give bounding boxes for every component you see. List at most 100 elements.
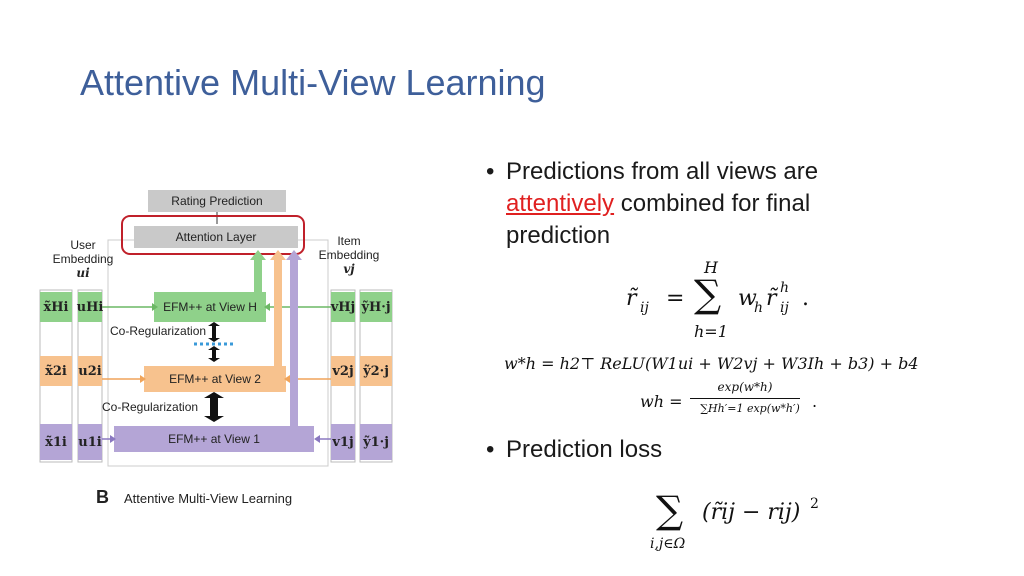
panel-letter: B	[96, 487, 109, 507]
f1-w: w	[738, 286, 757, 311]
f1-end: .	[802, 286, 809, 311]
v-view-1: v1j	[332, 434, 354, 450]
efm-view-1: EFM++ at View 1	[168, 432, 260, 446]
attentive-multiview-diagram: Rating Prediction Attention Layer User E…	[38, 180, 398, 520]
u-1-bg	[78, 424, 102, 460]
up-arrow-1	[290, 260, 298, 426]
up-arrow-2	[274, 260, 282, 366]
x-view-1: x̃1i	[45, 434, 67, 450]
v-2-bg	[331, 356, 355, 386]
arrow-v-2-head	[284, 375, 290, 383]
item-embedding-label: Item Embedding vj	[308, 234, 390, 276]
f3-den: ∑Hh′=1 exp(w*h′)	[700, 402, 800, 415]
co-reg-arrow-1	[208, 322, 220, 342]
f1-sum: ∑	[694, 272, 722, 316]
f4-sum: ∑	[656, 488, 684, 532]
f3-frac-bar	[690, 398, 800, 399]
item-embedding-line1: Item	[337, 234, 361, 248]
f3-end: .	[812, 392, 818, 411]
efm-1-bg	[114, 426, 314, 452]
f1-r-sub: ij	[780, 300, 789, 316]
slide-title: Attentive Multi-View Learning	[80, 62, 546, 103]
y-view-1: ỹ1·j	[363, 434, 389, 450]
up-arrow-h-head	[250, 250, 266, 260]
f4-sup: 2	[810, 496, 819, 512]
arrow-u-1-head	[110, 435, 116, 443]
u-h-bg	[78, 292, 102, 322]
diagram-caption: Attentive Multi-View Learning	[124, 491, 293, 506]
f1-w-sub: h	[754, 300, 764, 316]
attention-layer-bg	[134, 226, 298, 248]
efm-h-bg	[154, 292, 266, 322]
co-regularization-1: Co-Regularization	[110, 324, 207, 338]
f3-lhs: wh =	[640, 392, 683, 411]
f1-sum-bottom: h=1	[694, 322, 728, 341]
f1-lhs-sub: ij	[640, 300, 649, 316]
user-embedding-line1: User	[70, 238, 96, 252]
y-view-h: ỹH·j	[361, 299, 391, 315]
f1-r-sup: h	[780, 280, 790, 296]
v-view-h: vHj	[330, 299, 356, 315]
u-2-bg	[78, 356, 102, 386]
f1-lhs: r̃	[626, 286, 637, 311]
up-arrow-2-head	[270, 250, 286, 260]
formula-softmax: wh = exp(w*h) ∑Hh′=1 exp(w*h′) .	[640, 380, 840, 424]
efm-view-2: EFM++ at View 2	[169, 372, 261, 386]
bullet-1-part1: Predictions from all views are	[506, 158, 819, 185]
item-embedding-symbol: vj	[343, 262, 355, 276]
bullet-1: • Predictions from all views are attenti…	[486, 156, 906, 252]
u-view-1: u1i	[78, 434, 102, 450]
x-view-2: x̃2i	[45, 363, 67, 379]
arrow-v-h-head	[264, 303, 270, 311]
bullet-2-text: Prediction loss	[506, 436, 663, 463]
efm-2-bg	[144, 366, 286, 392]
bullet-1-highlight: attentively	[506, 190, 615, 217]
user-embedding-line2: Embedding	[52, 252, 114, 266]
user-embedding-label: User Embedding ui	[42, 238, 124, 280]
y-view-2: ỹ2·j	[363, 363, 389, 379]
f1-r: r̃	[766, 286, 777, 311]
item-embedding-line2: Embedding	[318, 248, 380, 262]
user-embedding-symbol: ui	[76, 266, 90, 280]
u-view-2: u2i	[78, 363, 102, 379]
f3-num: exp(w*h)	[717, 380, 773, 394]
bullet-1-part2: combined for final	[620, 190, 811, 217]
bullet-list: • Predictions from all views are attenti…	[486, 156, 906, 252]
arrow-u-h-head	[152, 303, 158, 311]
bullet-dot: •	[486, 158, 495, 185]
up-arrow-h	[254, 260, 262, 292]
u-view-h: uHi	[76, 299, 104, 315]
v-1-bg	[331, 424, 355, 460]
f4-body: (r̃ij − rij)	[702, 500, 801, 525]
x-h-bg	[40, 292, 72, 322]
x-2-bg	[40, 356, 72, 386]
co-reg-arrow-mid	[208, 346, 220, 362]
x-view-h: x̃Hi	[43, 299, 69, 315]
f4-sub: i,j∈Ω	[650, 536, 686, 552]
formula-loss: ∑ i,j∈Ω (r̃ij − rij) 2	[650, 488, 850, 554]
x-1-bg	[40, 424, 72, 460]
bullet-dot-2: •	[486, 436, 495, 463]
y-2-bg	[360, 356, 392, 386]
arrow-v-1-head	[314, 435, 320, 443]
formula-weighted-sum: r̃ ij = H ∑ h=1 w h r̃ h ij .	[626, 258, 826, 342]
bullet-2: • Prediction loss	[486, 436, 662, 464]
v-h-bg	[331, 292, 355, 322]
f1-sum-top: H	[704, 258, 718, 277]
diagram-svg	[39, 190, 393, 467]
bullet-1-part3: prediction	[506, 222, 611, 249]
attention-layer-label: Attention Layer	[175, 230, 257, 244]
up-arrow-1-head	[286, 250, 302, 260]
bullet-1-text: Predictions from all views are attentive…	[506, 156, 818, 252]
formula-attention-score: w*h = h2⊤ ReLU(W1ui + W2vj + W3Ih + b3) …	[504, 354, 919, 373]
rating-prediction-bg	[148, 190, 286, 212]
rating-prediction-label: Rating Prediction	[171, 194, 263, 208]
y-h-bg	[360, 292, 392, 322]
co-reg-arrow-2	[204, 392, 224, 422]
arrow-u-2-head	[140, 375, 146, 383]
co-regularization-2: Co-Regularization	[102, 400, 199, 414]
y-1-bg	[360, 424, 392, 460]
attention-outline	[121, 215, 305, 255]
f1-eq: =	[666, 286, 685, 311]
efm-view-h: EFM++ at View H	[163, 300, 257, 314]
